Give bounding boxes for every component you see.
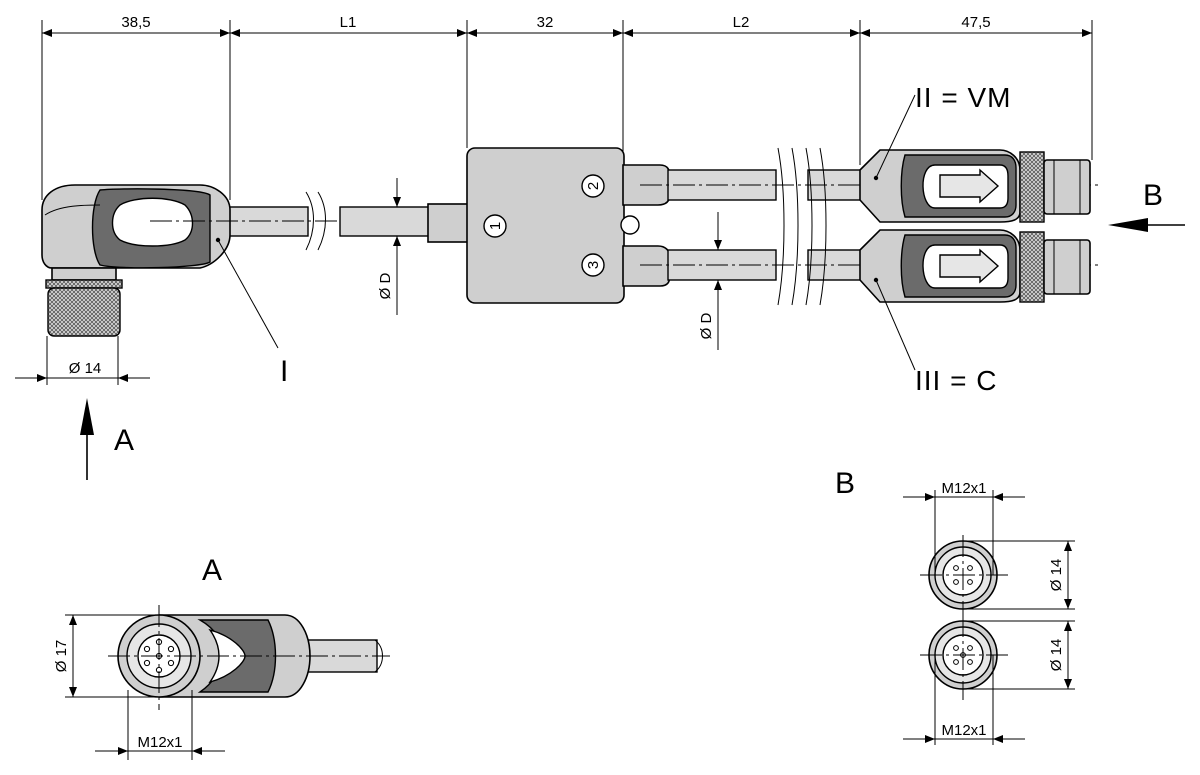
view-arrow-a: A [80, 398, 134, 480]
top-dimension-chain: 38,5 L1 32 L2 47,5 [41, 14, 1093, 200]
view-b-detail: B M12x1 M12x1 [835, 467, 1075, 745]
view-arrow-b: B [1108, 179, 1185, 232]
dimension-dia-14-view-b-top: Ø 14 [1048, 559, 1065, 592]
dimension-32: 32 [537, 14, 554, 31]
title-view-a: A [202, 554, 222, 587]
splitter-box: Ø D 1 2 3 [339, 147, 671, 315]
dimension-m12x1-view-a: M12x1 [137, 734, 182, 751]
label-connector-i: I [280, 355, 288, 388]
label-view-arrow-b: B [1143, 179, 1163, 212]
dimension-dia-14: Ø 14 [69, 360, 102, 377]
title-view-b: B [835, 467, 855, 500]
label-connector-ii: II = VM [915, 82, 1011, 113]
dimension-m12x1-view-b-top: M12x1 [941, 480, 986, 497]
dimension-dia-17: Ø 17 [53, 640, 70, 673]
port-label-3: 3 [585, 261, 602, 269]
connector-iii-straight [859, 229, 1091, 303]
label-view-arrow-a: A [114, 424, 134, 457]
cables-ii-iii: Ø D [640, 147, 1100, 350]
view-a-detail: A Ø 17 M12x1 [53, 554, 390, 760]
dimension-dia-d-right: Ø D [698, 313, 715, 340]
dimension-47-5: 47,5 [961, 14, 990, 31]
connector-ii-straight [859, 149, 1091, 223]
dimension-l2: L2 [733, 14, 750, 31]
label-connector-iii: III = C [915, 365, 997, 396]
port-label-2: 2 [585, 182, 602, 190]
dimension-l1: L1 [340, 14, 357, 31]
dimension-dia-14-view-b-bottom: Ø 14 [1048, 639, 1065, 672]
dimension-dia-d-left: Ø D [377, 273, 394, 300]
port-label-1: 1 [487, 222, 504, 230]
dimension-m12x1-view-b-bottom: M12x1 [941, 722, 986, 739]
dimension-38-5: 38,5 [121, 14, 150, 31]
dim-dia-14-connector-i: Ø 14 [15, 336, 150, 385]
connector-i-angled [41, 184, 470, 337]
